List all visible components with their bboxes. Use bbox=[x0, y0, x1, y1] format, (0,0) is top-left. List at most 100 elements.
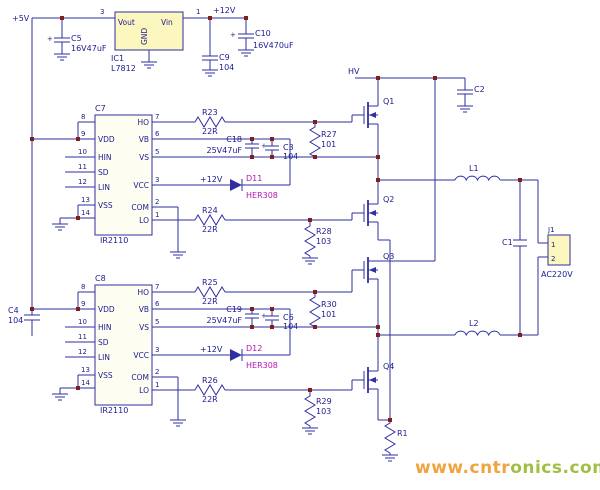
pin-name: VCC bbox=[133, 181, 149, 190]
regulator-pin-vin: Vin bbox=[161, 18, 173, 27]
pin-number: 13 bbox=[81, 366, 90, 374]
capacitor-value: 104 bbox=[219, 63, 234, 72]
pin-number: 6 bbox=[155, 300, 160, 308]
capacitor-ref: C4 bbox=[8, 306, 19, 315]
regulator-pin-number-in: 3 bbox=[100, 8, 104, 16]
capacitor-ref: C10 bbox=[255, 29, 271, 38]
pin-name: VCC bbox=[133, 351, 149, 360]
capacitor-c5: + C5 16V47uF bbox=[47, 18, 107, 61]
inductor-coil bbox=[454, 330, 501, 337]
diode-wire bbox=[242, 309, 291, 356]
ground-icon bbox=[238, 49, 254, 57]
mosfet-arrow bbox=[369, 377, 376, 383]
inductor-ref: L2 bbox=[469, 319, 479, 328]
pin-number: 1 bbox=[155, 211, 159, 219]
capacitor-ref: C9 bbox=[219, 53, 230, 62]
mosfet-q3: Q3 bbox=[363, 252, 435, 335]
mosfet-body bbox=[363, 260, 435, 335]
ground-icon bbox=[52, 393, 186, 427]
pin-number: 10 bbox=[78, 318, 87, 326]
inductor-l2: L2 bbox=[454, 319, 501, 337]
polarity-plus: + bbox=[230, 31, 236, 39]
watermark: www.cntronics.com bbox=[415, 458, 600, 478]
ground-icon bbox=[457, 105, 473, 113]
resistor-ref: R27 bbox=[321, 130, 337, 139]
ic-designator: C7 bbox=[95, 104, 106, 113]
resistor-zigzag bbox=[309, 122, 321, 158]
capacitor-plates bbox=[265, 315, 279, 321]
pin-name: LO bbox=[139, 386, 149, 395]
capacitor-c10: + C10 16V470uF bbox=[230, 18, 294, 57]
resistor-ref: R29 bbox=[316, 397, 332, 406]
capacitor-ref: C6 bbox=[283, 313, 294, 322]
capacitor-value: 25V47uF bbox=[206, 146, 242, 155]
output-wires bbox=[378, 179, 548, 336]
pin-number: 9 bbox=[81, 130, 85, 138]
connector-body bbox=[547, 234, 571, 266]
mosfet-body bbox=[363, 180, 391, 420]
resistor-r23: R23 22R bbox=[194, 108, 226, 136]
pin-number: 6 bbox=[155, 130, 160, 138]
pin-name: HIN bbox=[98, 153, 111, 162]
regulator-ic1: Vout Vin GND 3 1 IC1 L7812 bbox=[100, 8, 200, 73]
capacitor-value: 25V47uF bbox=[206, 316, 242, 325]
ground-icon bbox=[302, 257, 318, 265]
regulator-part: L7812 bbox=[111, 64, 136, 73]
pin-name: VS bbox=[139, 323, 149, 332]
capacitor-plates bbox=[245, 143, 259, 149]
regulator-pin-vout: Vout bbox=[118, 18, 135, 27]
resistor-zigzag bbox=[194, 286, 226, 298]
pin-name: VS bbox=[139, 153, 149, 162]
resistor-ref: R26 bbox=[202, 376, 218, 385]
ic-designator: C8 bbox=[95, 274, 106, 283]
capacitor-value: 104 bbox=[283, 152, 298, 161]
pin-name: SD bbox=[98, 338, 109, 347]
net-label-12v: +12V bbox=[200, 175, 223, 184]
resistor-value: 101 bbox=[321, 310, 336, 319]
pin-number: 7 bbox=[155, 113, 159, 121]
inductor-l1: L1 bbox=[454, 164, 501, 182]
capacitor-ref: C1 bbox=[502, 238, 513, 247]
polarity-plus: + bbox=[261, 312, 267, 320]
mosfet-arrow bbox=[369, 267, 376, 273]
ground-icon bbox=[52, 223, 186, 259]
diode-value: HER308 bbox=[246, 361, 278, 370]
pin-number: 9 bbox=[81, 300, 85, 308]
capacitor-plates bbox=[457, 89, 473, 95]
capacitor-plates bbox=[513, 239, 527, 247]
resistor-zigzag bbox=[304, 390, 316, 428]
diode-triangle bbox=[230, 349, 242, 361]
watermark-part2: onics.com bbox=[510, 458, 600, 478]
mosfet-arrow bbox=[369, 210, 376, 216]
resistor-zigzag bbox=[304, 220, 316, 258]
pin-name: HO bbox=[137, 288, 149, 297]
connector-pin-1: 1 bbox=[551, 241, 555, 249]
resistor-value: 22R bbox=[202, 297, 218, 306]
ic-right-wires bbox=[152, 269, 378, 420]
pin-number: 12 bbox=[78, 348, 87, 356]
inductor-ref: L1 bbox=[469, 164, 479, 173]
pin-number: 5 bbox=[155, 318, 159, 326]
capacitor-c3: C3 104 bbox=[265, 139, 298, 161]
net-label-hv: HV bbox=[348, 67, 360, 76]
capacitor-value: 104 bbox=[283, 322, 298, 331]
capacitor-c9: C9 104 bbox=[202, 18, 234, 77]
diode-wire bbox=[242, 139, 291, 186]
capacitor-c18: + C18 25V47uF bbox=[206, 135, 267, 157]
pin-number: 10 bbox=[78, 148, 87, 156]
pin-name: COM bbox=[131, 203, 149, 212]
diode-triangle bbox=[230, 179, 242, 191]
capacitor-plates bbox=[238, 33, 254, 39]
watermark-part1: www.cntr bbox=[415, 458, 510, 478]
mosfet-ref: Q3 bbox=[383, 252, 394, 261]
ic-body bbox=[94, 114, 153, 236]
ground-icon bbox=[382, 454, 398, 462]
pin-name: VDD bbox=[98, 305, 115, 314]
connector-label: AC220V bbox=[541, 270, 573, 279]
resistor-ref: R25 bbox=[202, 278, 218, 287]
resistor-value: 103 bbox=[316, 407, 331, 416]
ic-part: IR2110 bbox=[100, 236, 128, 245]
resistor-value: 103 bbox=[316, 237, 331, 246]
pin-name: HO bbox=[137, 118, 149, 127]
